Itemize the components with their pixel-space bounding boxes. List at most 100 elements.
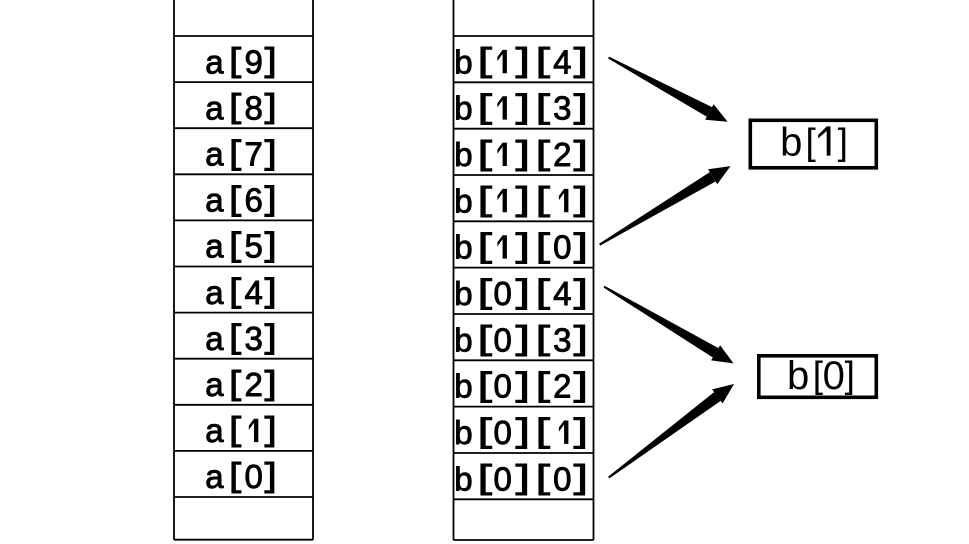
svg-text:a: a [205, 412, 224, 449]
svg-text:]: ] [510, 45, 534, 83]
svg-text:[: [ [531, 91, 555, 129]
svg-text:3: 3 [553, 321, 571, 358]
svg-text:0: 0 [494, 368, 512, 405]
svg-text:4: 4 [553, 43, 571, 80]
svg-text:]: ] [260, 460, 280, 498]
svg-text:0: 0 [553, 229, 571, 266]
svg-text:[: [ [225, 367, 245, 405]
svg-text:[: [ [225, 229, 245, 267]
svg-text:[: [ [225, 460, 245, 498]
svg-text:[: [ [473, 45, 497, 83]
svg-text:[: [ [225, 321, 245, 359]
svg-text:]: ] [568, 91, 592, 129]
svg-text:b: b [787, 354, 809, 398]
svg-text:0: 0 [494, 414, 512, 451]
svg-text:a: a [205, 274, 224, 311]
svg-text:[: [ [473, 184, 497, 222]
svg-text:]: ] [510, 137, 534, 175]
svg-text:]: ] [845, 355, 855, 396]
svg-text:b: b [454, 414, 472, 451]
svg-text:]: ] [260, 275, 280, 313]
svg-text:]: ] [260, 413, 280, 451]
svg-text:[: [ [531, 45, 555, 83]
svg-text:a: a [205, 89, 224, 126]
svg-text:[: [ [225, 413, 245, 451]
svg-text:]: ] [568, 230, 592, 268]
svg-text:]: ] [510, 323, 534, 361]
svg-text:0: 0 [823, 354, 845, 398]
svg-text:[: [ [225, 137, 245, 175]
svg-text:]: ] [510, 230, 534, 268]
svg-text:b: b [454, 460, 472, 497]
svg-text:0: 0 [494, 460, 512, 497]
svg-text:a: a [205, 320, 224, 357]
svg-text:[: [ [473, 91, 497, 129]
svg-text:]: ] [260, 183, 280, 221]
svg-text:[: [ [813, 355, 823, 396]
svg-text:4: 4 [245, 274, 263, 311]
svg-text:]: ] [568, 184, 592, 222]
svg-text:]: ] [510, 415, 534, 453]
svg-text:]: ] [260, 321, 280, 359]
svg-text:[: [ [473, 462, 497, 500]
svg-text:b: b [780, 121, 802, 165]
svg-text:b: b [454, 90, 472, 127]
svg-text:[: [ [531, 137, 555, 175]
svg-text:0: 0 [245, 458, 263, 495]
svg-text:]: ] [568, 45, 592, 83]
svg-text:]: ] [260, 229, 280, 267]
svg-text:9: 9 [245, 43, 263, 80]
svg-text:a: a [205, 136, 224, 173]
svg-text:3: 3 [553, 90, 571, 127]
svg-text:2: 2 [245, 366, 263, 403]
svg-text:]: ] [568, 369, 592, 407]
svg-text:a: a [205, 458, 224, 495]
svg-text:]: ] [510, 369, 534, 407]
svg-text:[: [ [473, 323, 497, 361]
svg-text:b: b [454, 368, 472, 405]
svg-text:b: b [454, 136, 472, 173]
svg-text:[: [ [473, 369, 497, 407]
svg-text:]: ] [568, 276, 592, 314]
svg-text:[: [ [473, 137, 497, 175]
svg-text:]: ] [568, 462, 592, 500]
svg-text:b: b [454, 182, 472, 219]
svg-text:[: [ [225, 91, 245, 129]
svg-text:]: ] [568, 415, 592, 453]
svg-text:4: 4 [553, 275, 571, 312]
svg-text:[: [ [225, 45, 245, 83]
svg-text:[: [ [225, 183, 245, 221]
svg-text:2: 2 [553, 136, 571, 173]
svg-text:[: [ [806, 122, 816, 163]
svg-text:0: 0 [494, 321, 512, 358]
svg-text:[: [ [531, 415, 555, 453]
svg-text:]: ] [260, 367, 280, 405]
svg-text:]: ] [260, 45, 280, 83]
svg-text:[: [ [473, 230, 497, 268]
svg-text:]: ] [838, 122, 848, 163]
svg-text:[: [ [225, 275, 245, 313]
svg-text:[: [ [531, 323, 555, 361]
svg-text:b: b [454, 321, 472, 358]
svg-text:[: [ [531, 369, 555, 407]
svg-text:a: a [205, 366, 224, 403]
svg-text:]: ] [510, 91, 534, 129]
svg-text:7: 7 [245, 136, 263, 173]
svg-text:6: 6 [245, 182, 263, 219]
svg-text:0: 0 [553, 460, 571, 497]
svg-text:8: 8 [245, 89, 263, 126]
svg-text:b: b [454, 229, 472, 266]
svg-text:a: a [205, 43, 224, 80]
svg-text:]: ] [568, 323, 592, 361]
svg-text:b: b [454, 275, 472, 312]
svg-text:[: [ [473, 415, 497, 453]
svg-text:2: 2 [553, 368, 571, 405]
svg-text:[: [ [531, 230, 555, 268]
svg-text:a: a [205, 228, 224, 265]
svg-text:[: [ [531, 462, 555, 500]
svg-text:[: [ [531, 184, 555, 222]
svg-text:]: ] [568, 137, 592, 175]
svg-text:]: ] [510, 184, 534, 222]
svg-text:b: b [454, 43, 472, 80]
svg-text:[: [ [531, 276, 555, 314]
